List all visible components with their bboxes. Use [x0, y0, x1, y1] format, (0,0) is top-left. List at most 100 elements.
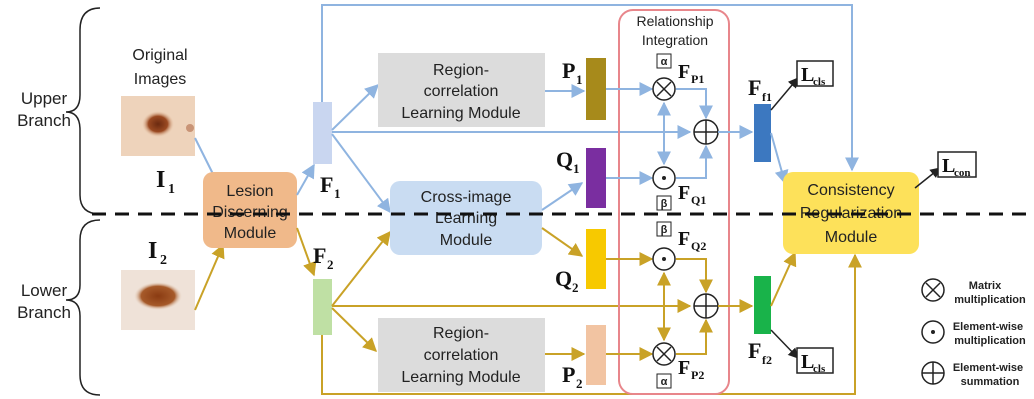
- rcl-upper-line3: Learning Module: [401, 105, 520, 122]
- legend-ewmult-line2: multiplication: [954, 335, 1026, 347]
- lower-brace: [65, 219, 101, 396]
- arrow-FQ1-to-sum: [676, 144, 713, 179]
- rcl-lower-line2: correlation: [424, 347, 499, 364]
- Lcon-main: L: [942, 155, 955, 177]
- legend-sum-line2: summation: [961, 376, 1020, 388]
- consistency-line1: Consistency: [807, 182, 894, 199]
- Lcon-sub: con: [954, 167, 971, 179]
- legend-sum-line1: Element-wise: [953, 362, 1023, 374]
- arrow-img2-to-lesion: [194, 243, 225, 311]
- lower-branch-label: Lower Branch: [17, 219, 101, 396]
- legend-elementwise-mult-icon: [921, 320, 945, 344]
- legend-matrix-line2: multiplication: [954, 294, 1026, 306]
- rcl-module-lower: Region- correlation Learning Module: [378, 318, 545, 392]
- legend-ewmult-line1: Element-wise: [953, 321, 1023, 333]
- sum-lower: [693, 293, 719, 319]
- arrow-cross-to-Q2: [541, 227, 584, 257]
- alpha-box-upper: α: [656, 53, 672, 69]
- legend: Matrix multiplication Element-wise multi…: [921, 278, 1026, 388]
- arrow-cross-to-Q1: [541, 182, 584, 211]
- arrow-F1-to-rcl-upper: [331, 84, 380, 131]
- skin-image-2: [121, 270, 195, 330]
- Ff1-sub: f1: [762, 90, 772, 104]
- images-header-line2: Images: [134, 71, 186, 88]
- cross-image-module: Cross-image Learning Module: [390, 181, 542, 255]
- legend-sum-icon: [921, 361, 945, 385]
- Ff1-bar: [754, 104, 771, 162]
- arrow-F2-to-cross: [331, 230, 391, 307]
- consistency-line3: Module: [825, 229, 878, 246]
- FP1-label: F: [678, 61, 690, 83]
- Q1-bar: [586, 148, 606, 208]
- Q2-label: Q: [555, 266, 572, 291]
- image-1-sub: 1: [168, 182, 175, 197]
- Lcls-lower-main: L: [801, 351, 814, 373]
- lesion-discerning-module: Lesion Discerning Module: [203, 172, 297, 248]
- Lcls-upper-box: L cls: [796, 60, 834, 88]
- elementwise-mult-lower: [652, 247, 676, 271]
- F2-label: F: [313, 243, 326, 268]
- Ff2-label: F: [748, 338, 761, 363]
- upper-brace: [65, 7, 101, 215]
- relationship-line1: Relationship: [636, 13, 713, 29]
- loop-top-F1-to-consistency: [321, 4, 859, 172]
- P1-bar: [586, 58, 606, 120]
- image-2-label: I: [148, 238, 157, 264]
- legend-matrix-line1: Matrix: [969, 280, 1002, 292]
- matrix-mult-upper: [652, 77, 676, 101]
- loop-bottom-F2-to-consistency: [321, 253, 862, 395]
- upper-branch-line1: Upper: [21, 89, 68, 108]
- lesion-line1: Lesion: [226, 183, 273, 200]
- beta-upper-text: β: [661, 198, 668, 210]
- upper-branch-line2: Branch: [17, 111, 71, 130]
- Q1-sub: 1: [573, 161, 580, 176]
- Lcls-upper-main: L: [801, 64, 814, 86]
- FQ2-sub: Q2: [691, 239, 706, 253]
- F1-label: F: [320, 172, 333, 197]
- Q2-bar: [586, 229, 606, 289]
- arrow-lesion-to-F1: [296, 163, 315, 196]
- arrow-Ff1-to-consistency: [770, 132, 789, 185]
- lesion-line2: Discerning: [212, 204, 288, 221]
- cross-line3: Module: [440, 232, 493, 249]
- P2-label: P: [562, 362, 575, 387]
- FQ2-label: F: [678, 228, 690, 250]
- P2-sub: 2: [576, 376, 583, 391]
- skin-image-1: [121, 96, 195, 156]
- Lcls-lower-box: L cls: [796, 347, 834, 375]
- upper-branch-label: Upper Branch: [17, 7, 101, 215]
- image-2-sub: 2: [160, 253, 167, 268]
- beta-box-upper: β: [656, 195, 672, 211]
- arrow-consistency-to-Lcon: [914, 167, 941, 189]
- FP2-sub: P2: [691, 368, 704, 382]
- FP1-sub: P1: [691, 72, 704, 86]
- Lcls-lower-sub: cls: [813, 363, 826, 375]
- beta-lower-text: β: [661, 224, 668, 236]
- P1-label: P: [562, 58, 575, 83]
- lower-branch-line1: Lower: [21, 281, 68, 300]
- FQ1-sub: Q1: [691, 193, 706, 207]
- rcl-upper-line2: correlation: [424, 83, 499, 100]
- Ff2-bar: [754, 276, 771, 334]
- alpha-upper-text: α: [661, 56, 668, 68]
- arrow-lesion-to-F2: [296, 227, 317, 277]
- P2-bar: [586, 325, 606, 385]
- rcl-lower-line3: Learning Module: [401, 369, 520, 386]
- arrow-F1-to-cross: [331, 133, 391, 214]
- relationship-line2: Integration: [642, 32, 708, 48]
- rcl-upper-line1: Region-: [433, 62, 489, 79]
- lower-branch-line2: Branch: [17, 303, 71, 322]
- beta-box-lower: β: [656, 221, 672, 237]
- arrow-FP1-to-sum: [676, 88, 713, 120]
- arrow-F2-to-rcl-lower: [331, 307, 378, 352]
- arrow-FQ2-to-sum: [676, 258, 713, 294]
- P1-sub: 1: [576, 72, 583, 87]
- Q1-label: Q: [556, 147, 573, 172]
- F1-feature-bar: [313, 102, 332, 164]
- sum-upper: [693, 119, 719, 145]
- matrix-mult-lower: [652, 342, 676, 366]
- arrow-FP2-to-sum: [676, 318, 713, 355]
- Lcls-upper-sub: cls: [813, 76, 826, 88]
- rcl-module-upper: Region- correlation Learning Module: [378, 53, 545, 127]
